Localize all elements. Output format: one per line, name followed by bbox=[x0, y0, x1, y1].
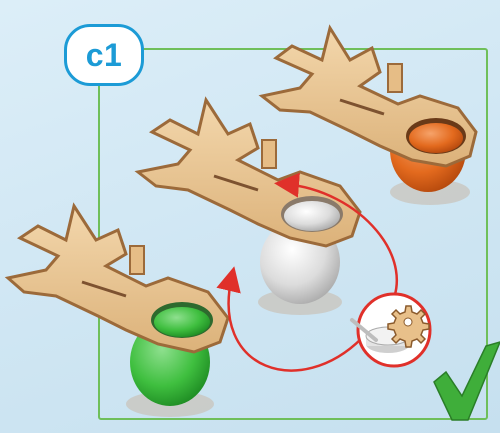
step-badge: c1 bbox=[64, 24, 144, 86]
clip-green bbox=[8, 206, 228, 417]
gear-wheel-icon bbox=[352, 294, 430, 366]
step-label: c1 bbox=[86, 37, 123, 74]
checkmark-icon bbox=[434, 342, 500, 420]
